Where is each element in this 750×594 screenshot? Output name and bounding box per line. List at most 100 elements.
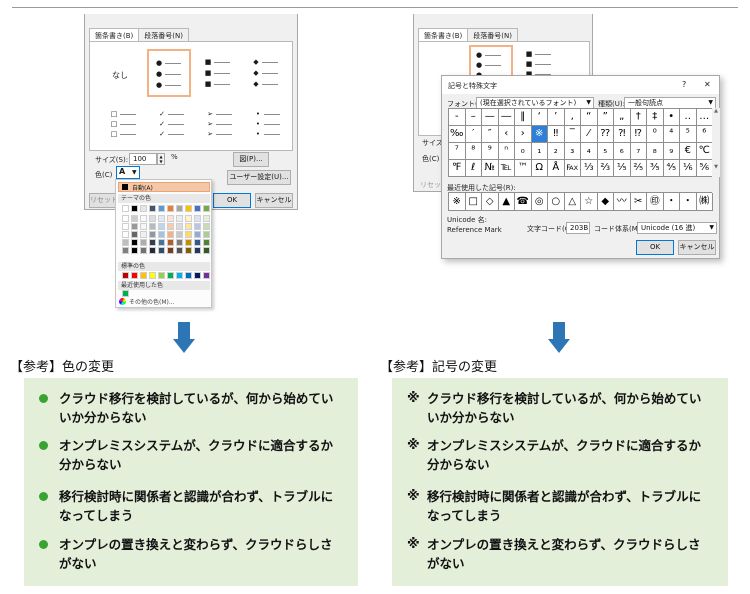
standard-color-swatch[interactable] [176, 272, 183, 279]
color-swatch[interactable] [185, 231, 192, 238]
color-swatch[interactable] [176, 239, 183, 246]
symbol-cell[interactable]: ⁿ [498, 143, 515, 160]
symbol-cell[interactable]: ⅕ [614, 160, 631, 177]
color-swatch[interactable] [140, 247, 147, 254]
color-swatch[interactable] [140, 231, 147, 238]
size-spinner[interactable]: ▲▼ [157, 153, 165, 165]
bullet-diamond[interactable]: ◆ ◆ ◆ [246, 50, 290, 98]
color-swatch[interactable] [176, 215, 183, 222]
recent-symbol-cell[interactable]: 〰 [614, 193, 631, 211]
ok-button[interactable]: OK [213, 193, 251, 208]
symbol-cell[interactable]: ℡ [498, 160, 515, 177]
symbol-cell[interactable]: ₂ [548, 143, 565, 160]
color-swatch[interactable] [131, 247, 138, 254]
tab-numbering[interactable]: 段落番号(N) [138, 28, 189, 43]
symbol-cell[interactable]: “ [581, 109, 598, 126]
symbol-cell[interactable]: ⁄ [581, 126, 598, 143]
picture-button[interactable]: 図(P)... [233, 152, 269, 167]
color-swatch[interactable] [185, 247, 192, 254]
color-swatch[interactable] [131, 205, 138, 212]
bullet-hollow-square[interactable]: □ □ □ [104, 106, 148, 154]
symbol-cell[interactable]: ⅔ [597, 160, 614, 177]
symbol-cell[interactable]: ‥ [680, 109, 697, 126]
bullet-small-dot[interactable]: • • • [248, 106, 292, 154]
standard-color-swatch[interactable] [203, 272, 210, 279]
color-swatch[interactable] [149, 247, 156, 254]
char-code-input[interactable]: 203B [566, 222, 590, 234]
symbol-cell[interactable]: ‾ [564, 126, 581, 143]
symbol-cell[interactable]: ₃ [564, 143, 581, 160]
recent-symbol-cell[interactable]: △ [564, 193, 581, 211]
standard-color-swatch[interactable] [140, 272, 147, 279]
symbol-cell[interactable]: ⅚ [696, 160, 713, 177]
recent-symbol-cell[interactable]: ○ [548, 193, 565, 211]
symbol-cell[interactable]: ‡ [647, 109, 664, 126]
recent-symbol-cell[interactable]: ◆ [597, 193, 614, 211]
symbol-cell[interactable]: ℉ [449, 160, 466, 177]
symbol-cell[interactable]: ‘ [531, 109, 548, 126]
color-swatch[interactable] [158, 231, 165, 238]
symbol-cell[interactable]: ‼ [548, 126, 565, 143]
symbol-cell[interactable]: ₁ [531, 143, 548, 160]
bullet-arrow[interactable]: ➢ ➢ ➢ [200, 106, 244, 154]
bullet-filled-square[interactable]: ■ ■ ■ [198, 50, 242, 98]
standard-color-swatch[interactable] [158, 272, 165, 279]
bullet-checkmark[interactable]: ✓ ✓ ✓ [152, 106, 196, 154]
color-swatch[interactable] [122, 239, 129, 246]
color-swatch[interactable] [122, 205, 129, 212]
color-swatch[interactable] [140, 205, 147, 212]
recent-color-swatch[interactable] [122, 290, 129, 297]
symbol-cell[interactable]: ‰ [449, 126, 466, 143]
color-swatch[interactable] [176, 247, 183, 254]
color-swatch[interactable] [158, 247, 165, 254]
symbol-cell[interactable]: ℃ [696, 143, 713, 160]
symbol-cell[interactable]: ⁈ [614, 126, 631, 143]
color-swatch[interactable] [203, 205, 210, 212]
color-swatch[interactable] [122, 231, 129, 238]
symbol-cell[interactable]: € [680, 143, 697, 160]
standard-color-swatch[interactable] [185, 272, 192, 279]
color-swatch[interactable] [158, 223, 165, 230]
symbol-cell[interactable]: ⁉ [630, 126, 647, 143]
recent-symbol-cell[interactable]: ㊞ [647, 193, 664, 211]
symbol-cell[interactable]: ” [597, 109, 614, 126]
symbol-cell[interactable]: — [482, 109, 499, 126]
symbol-ok-button[interactable]: OK [636, 240, 674, 255]
symbol-cell[interactable]: … [696, 109, 713, 126]
color-swatch[interactable] [158, 239, 165, 246]
color-swatch[interactable] [194, 215, 201, 222]
color-swatch[interactable] [167, 223, 174, 230]
symbol-cell[interactable]: ₅ [597, 143, 614, 160]
recent-symbol-cell[interactable]: ・ [680, 193, 697, 211]
help-icon[interactable]: ? [682, 80, 687, 89]
symbol-cell[interactable]: ₆ [614, 143, 631, 160]
symbol-cell[interactable]: ₈ [647, 143, 664, 160]
color-swatch[interactable] [158, 205, 165, 212]
color-swatch[interactable] [167, 231, 174, 238]
color-swatch[interactable] [203, 247, 210, 254]
more-colors-option[interactable]: その他の色(M)... [119, 297, 175, 306]
color-swatch[interactable] [149, 239, 156, 246]
recent-symbol-cell[interactable]: □ [465, 193, 482, 211]
color-swatch[interactable] [131, 215, 138, 222]
code-system-select[interactable]: Unicode (16 進) ▼ [637, 222, 717, 234]
symbol-cell[interactable]: • [663, 109, 680, 126]
color-swatch[interactable] [122, 215, 129, 222]
standard-color-swatch[interactable] [194, 272, 201, 279]
recent-symbol-cell[interactable]: ・ [663, 193, 680, 211]
recent-symbol-cell[interactable]: ※ [449, 193, 466, 211]
color-swatch[interactable] [185, 239, 192, 246]
recent-symbol-cell[interactable]: ◎ [531, 193, 548, 211]
symbol-cell[interactable]: ™ [515, 160, 532, 177]
symbol-cell[interactable]: ⁴ [663, 126, 680, 143]
symbol-cell[interactable]: ₀ [515, 143, 532, 160]
close-icon[interactable]: ✕ [704, 80, 711, 89]
symbol-cell[interactable]: ※ [531, 126, 548, 143]
bullet-filled-square[interactable]: ■ ■ ■ [519, 44, 563, 92]
cancel-button[interactable]: キャンセル [255, 193, 293, 208]
color-swatch[interactable] [131, 223, 138, 230]
symbol-cell[interactable]: ′ [465, 126, 482, 143]
symbol-cell[interactable]: Ω [531, 160, 548, 177]
color-swatch[interactable] [194, 247, 201, 254]
symbol-cell[interactable]: ₇ [630, 143, 647, 160]
